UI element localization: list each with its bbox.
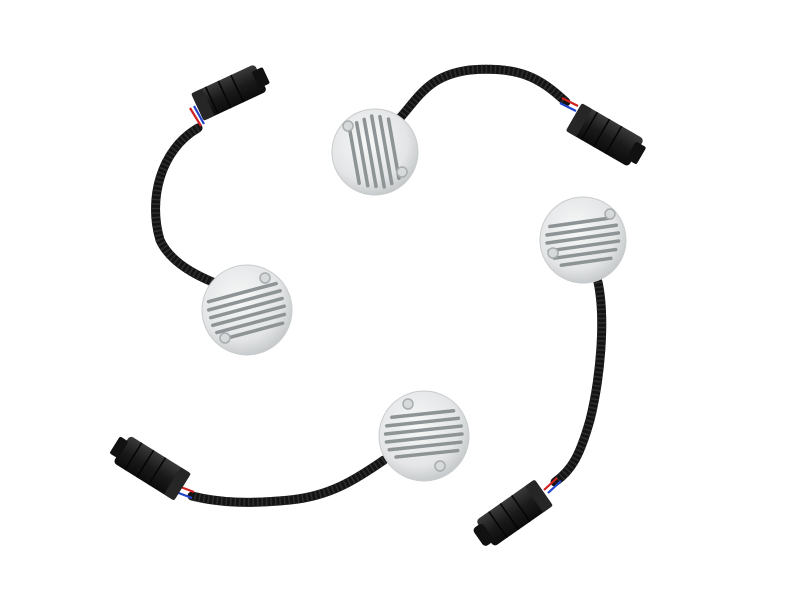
cable (187, 455, 389, 507)
mounting-hole (396, 166, 408, 178)
mounting-hole (434, 460, 446, 472)
sensor-dome (378, 390, 470, 482)
connector (110, 436, 191, 500)
connector (191, 65, 270, 121)
cable-ridges (151, 124, 217, 288)
mounting-hole (259, 272, 271, 284)
mounting-hole (402, 398, 414, 410)
mounting-hole (547, 247, 559, 259)
bottom-assembly (110, 390, 470, 507)
wires (559, 97, 579, 112)
connector (566, 103, 646, 166)
connector (473, 480, 553, 546)
mounting-hole (604, 208, 616, 220)
top-left-assembly (151, 65, 293, 356)
cable (550, 277, 607, 487)
wires (543, 477, 562, 494)
sensor-dome (539, 196, 627, 284)
top-center-assembly (331, 64, 646, 196)
mounting-hole (342, 120, 354, 132)
right-assembly (473, 196, 627, 546)
cable (395, 64, 571, 123)
wires (189, 105, 205, 127)
sensor-dome (331, 108, 419, 196)
sensor-dome (201, 264, 293, 356)
mounting-hole (219, 332, 231, 344)
cable (151, 123, 220, 288)
